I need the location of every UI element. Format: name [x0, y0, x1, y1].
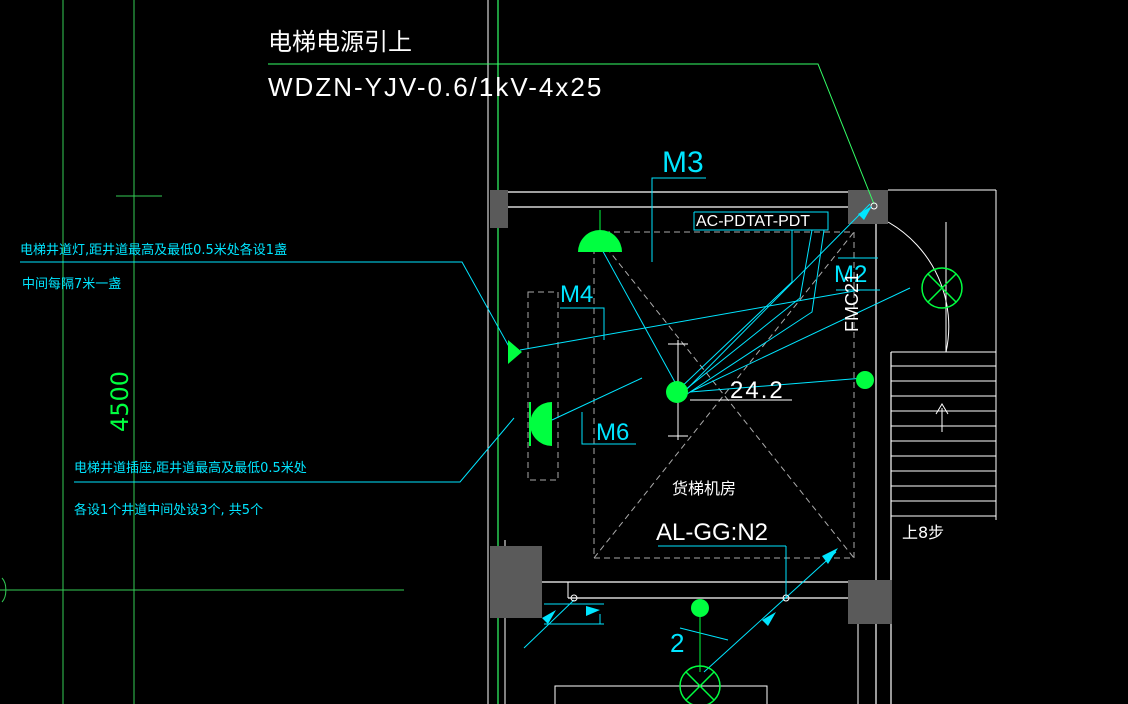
junction-dot-right-icon: [856, 371, 874, 389]
stairs: [891, 365, 996, 517]
note-socket-line2: 各设1个井道中间处设3个, 共5个: [74, 502, 263, 518]
note-light-line2: 中间每隔7米一盏: [22, 276, 121, 292]
cable-spec: WDZN-YJV-0.6/1kV-4x25: [268, 72, 603, 102]
cable-arrow-icon: [542, 206, 872, 626]
label-m3: M3: [662, 146, 704, 179]
cable-origin-dot: [870, 202, 878, 210]
cable-node-dot: [782, 594, 790, 602]
socket-icon: [530, 402, 552, 446]
walls: [490, 189, 997, 704]
stairs-label: 上8步: [902, 523, 944, 542]
room-name: 货梯机房: [672, 479, 736, 498]
label-m2: M2: [834, 261, 867, 288]
label-al-panel: AL-GG:N2: [656, 519, 768, 546]
elevator-shaft-outline: [527, 231, 855, 559]
grid-lines: [0, 0, 506, 704]
dimension-label: 4500: [106, 371, 134, 432]
wall-lamp-small-icon: [508, 340, 522, 364]
cable-leader-line: [268, 63, 875, 205]
note-light-line1: 电梯井道灯,距井道最高及最低0.5米处各设1盏: [20, 242, 287, 258]
label-fmc: FMC21: [842, 273, 862, 332]
cable-node-dot-left: [570, 594, 578, 602]
label-circuit-num: 2: [670, 628, 684, 658]
note-socket-line1: 电梯井道插座,距井道最高及最低0.5米处: [74, 460, 307, 476]
junction-dot-icon: [666, 381, 688, 403]
crossed-circle-light-bottom-icon: [679, 665, 721, 704]
annotation-leaders: [20, 177, 911, 673]
label-m4: M4: [560, 281, 593, 308]
label-distance: 24.2: [730, 377, 785, 404]
label-ac-panel: AC-PDTAT-PDT: [696, 213, 810, 230]
label-m6: M6: [596, 419, 629, 446]
crossed-circle-light-icon: [921, 267, 963, 309]
power-title: 电梯电源引上: [268, 28, 412, 56]
